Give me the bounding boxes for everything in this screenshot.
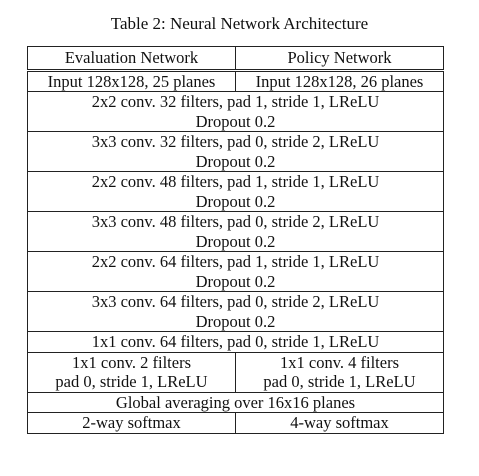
split-conv-evaluation: 1x1 conv. 2 filters pad 0, stride 1, LRe… <box>27 351 236 393</box>
shared-layer-cell: 3x3 conv. 48 filters, pad 0, stride 2, L… <box>27 211 444 252</box>
shared-layer-cell: 3x3 conv. 64 filters, pad 0, stride 2, L… <box>27 291 444 332</box>
table-caption: Table 2: Neural Network Architecture <box>110 14 369 33</box>
split-conv-policy-line2: pad 0, stride 1, LReLU <box>263 372 416 391</box>
dropout-text: Dropout 0.2 <box>195 111 276 131</box>
table-row: 2x2 conv. 32 filters, pad 1, stride 1, L… <box>27 91 444 132</box>
split-conv-policy-line1: 1x1 conv. 4 filters <box>280 352 399 372</box>
conv-layer-text: 3x3 conv. 48 filters, pad 0, stride 2, L… <box>91 212 380 231</box>
shared-layer-cell: 2x2 conv. 32 filters, pad 1, stride 1, L… <box>27 91 444 132</box>
global-averaging: Global averaging over 16x16 planes <box>27 391 444 413</box>
split-conv-policy: 1x1 conv. 4 filters pad 0, stride 1, LRe… <box>235 351 444 393</box>
header-evaluation-network: Evaluation Network <box>27 46 236 72</box>
conv-layer-text: 2x2 conv. 32 filters, pad 1, stride 1, L… <box>91 92 380 111</box>
output-evaluation: 2-way softmax <box>27 412 236 434</box>
dropout-text: Dropout 0.2 <box>195 191 276 211</box>
conv-layer-text: 2x2 conv. 64 filters, pad 1, stride 1, L… <box>91 252 380 271</box>
dropout-text: Dropout 0.2 <box>195 271 276 291</box>
table-row: 2x2 conv. 64 filters, pad 1, stride 1, L… <box>27 251 444 292</box>
output-policy: 4-way softmax <box>235 412 444 434</box>
conv-layer-text: 2x2 conv. 48 filters, pad 1, stride 1, L… <box>91 172 380 191</box>
conv-layer-text: 3x3 conv. 64 filters, pad 0, stride 2, L… <box>91 292 380 311</box>
table-row: 2x2 conv. 48 filters, pad 1, stride 1, L… <box>27 171 444 212</box>
final-shared-row: 1x1 conv. 64 filters, pad 0, stride 1, L… <box>27 331 444 353</box>
shared-layer-cell: 2x2 conv. 48 filters, pad 1, stride 1, L… <box>27 171 444 212</box>
final-shared-conv: 1x1 conv. 64 filters, pad 0, stride 1, L… <box>27 331 444 353</box>
output-row: 2-way softmax 4-way softmax <box>27 412 444 434</box>
input-evaluation: Input 128x128, 25 planes <box>27 69 236 92</box>
dropout-text: Dropout 0.2 <box>195 151 276 171</box>
dropout-text: Dropout 0.2 <box>195 311 276 331</box>
shared-layer-cell: 3x3 conv. 32 filters, pad 0, stride 2, L… <box>27 131 444 172</box>
table-row: 3x3 conv. 32 filters, pad 0, stride 2, L… <box>27 131 444 172</box>
header-policy-network: Policy Network <box>235 46 444 72</box>
conv-layer-text: 3x3 conv. 32 filters, pad 0, stride 2, L… <box>91 132 380 151</box>
table-row: 3x3 conv. 64 filters, pad 0, stride 2, L… <box>27 291 444 332</box>
table-row: 3x3 conv. 48 filters, pad 0, stride 2, L… <box>27 211 444 252</box>
input-row: Input 128x128, 25 planes Input 128x128, … <box>27 69 444 92</box>
split-conv-evaluation-line1: 1x1 conv. 2 filters <box>72 352 191 372</box>
split-conv-row: 1x1 conv. 2 filters pad 0, stride 1, LRe… <box>27 351 444 393</box>
header-row: Evaluation Network Policy Network <box>27 46 444 72</box>
architecture-table: Evaluation Network Policy Network Input … <box>27 46 444 434</box>
shared-layer-cell: 2x2 conv. 64 filters, pad 1, stride 1, L… <box>27 251 444 292</box>
split-conv-evaluation-line2: pad 0, stride 1, LReLU <box>55 372 208 391</box>
dropout-text: Dropout 0.2 <box>195 231 276 251</box>
global-averaging-row: Global averaging over 16x16 planes <box>27 391 444 413</box>
input-policy: Input 128x128, 26 planes <box>235 69 444 92</box>
